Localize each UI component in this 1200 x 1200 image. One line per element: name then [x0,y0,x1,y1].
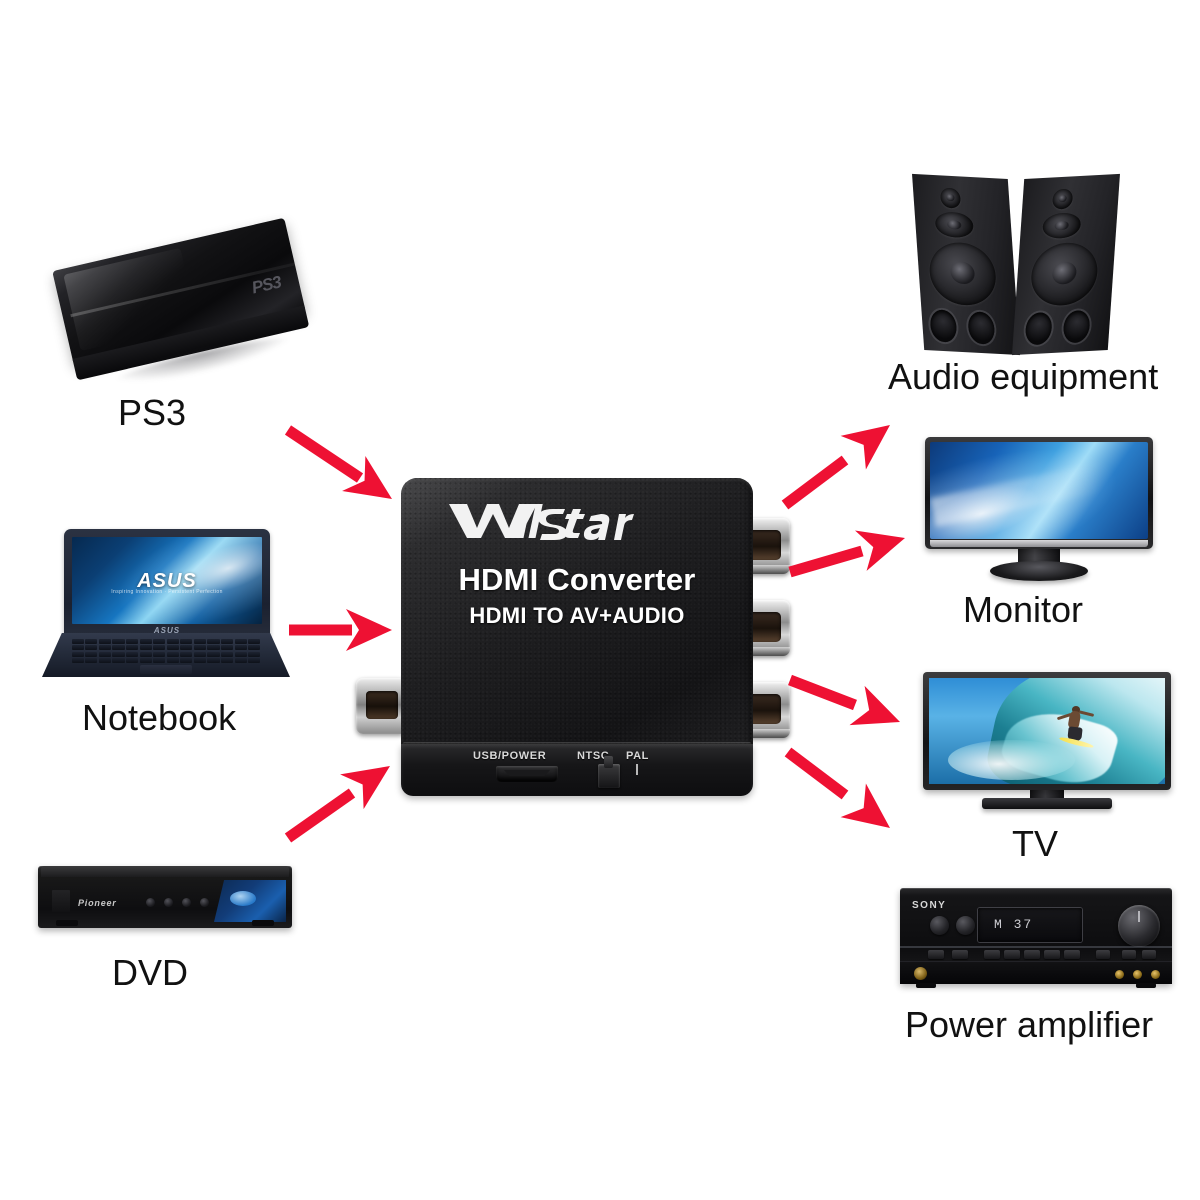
label-ps3: PS3 [118,392,187,433]
device-audio-equipment [912,160,1123,356]
notebook-screen-brand: ASUS [137,570,197,593]
amplifier-foot-left [916,983,936,988]
converter-label-usb-power: USB/POWER [473,750,547,762]
rca-rim [738,647,790,656]
converter-label-ntsc: NTSC [577,750,610,762]
amplifier-button-tune-down[interactable] [1096,950,1110,959]
converter-seam [403,742,751,745]
amplifier-brand-logo: SONY [912,900,947,911]
monitor-base [990,561,1088,581]
notebook-touchpad [140,665,192,674]
amplifier-input-jack-audio-right[interactable] [1151,970,1160,979]
converter-ntsc-pal-switch[interactable] [598,756,620,788]
tv-screen [929,678,1165,784]
amplifier-button-source-2[interactable] [1004,950,1020,959]
label-audio-equipment: Audio equipment [888,356,1159,397]
converter-front-panel [401,744,753,796]
label-dvd: DVD [112,952,189,993]
dvd-foot-left [56,920,78,926]
ps3-console-body: PS3 [41,200,330,407]
tv-wave-foam [947,739,1076,780]
converter-pal-tick [636,764,638,775]
amplifier-knob-treble[interactable] [956,916,975,935]
amplifier-display: M 37 [978,908,1082,942]
dvd-button-eject [200,898,209,907]
tv-base [982,798,1112,809]
amplifier-button-source-4[interactable] [1044,950,1060,959]
dvd-foot-right [252,920,274,926]
amplifier-button-memory[interactable] [1142,950,1156,959]
arrow-converter-to-audio-equipment [781,408,903,510]
amplifier-input-jack-audio-left[interactable] [1133,970,1142,979]
device-ps3: PS3 [52,217,317,393]
converter-subtitle: HDMI TO AV+AUDIO [469,603,685,628]
device-power-amplifier: SONY M 37 [900,888,1172,988]
hdmi-converter-device: HDMI Converter HDMI TO AV+AUDIO USB/POWE… [356,472,790,802]
amplifier-button-input[interactable] [952,950,968,959]
arrow-converter-to-monitor [788,517,911,578]
converter-label-pal: PAL [626,750,649,762]
amplifier-headphone-jack[interactable] [914,967,927,980]
amplifier-button-tune-up[interactable] [1122,950,1136,959]
notebook-keyboard [71,639,261,663]
label-notebook: Notebook [82,697,237,738]
arrow-ps3-to-converter [284,425,404,517]
notebook-lid: ASUS Inspiring Innovation · Persistent P… [64,529,270,637]
arrow-converter-to-tv [788,674,908,742]
notebook-base [42,633,290,677]
dvd-button-power [146,898,155,907]
monitor-screen [930,442,1148,539]
converter-brand-logo [447,498,647,542]
dvd-bluray-panel [214,880,286,922]
device-notebook: ASUS Inspiring Innovation · Persistent P… [42,529,290,681]
converter-title: HDMI Converter [458,562,696,597]
speaker-right [1012,173,1120,356]
label-power-amplifier: Power amplifier [905,1004,1154,1045]
amplifier-lower-panel [900,961,1172,984]
converter-top-shell: HDMI Converter HDMI TO AV+AUDIO [401,478,753,754]
dvd-brand-logo: Pioneer [78,898,117,908]
amplifier-display-text: M 37 [994,917,1034,932]
amplifier-volume-knob[interactable] [1118,905,1160,947]
speaker-left [912,173,1020,356]
arrow-notebook-to-converter [289,609,392,651]
monitor-bezel [925,437,1153,549]
arrow-dvd-to-converter [284,748,402,843]
converter-usb-power-port[interactable] [496,766,558,782]
monitor-neck [1018,547,1060,565]
tv-surfer [1056,706,1094,750]
amplifier-button-source-5[interactable] [1064,950,1080,959]
monitor-bottom-trim [930,540,1148,547]
amplifier-button-power[interactable] [928,950,944,959]
label-monitor: Monitor [963,589,1084,630]
label-tv: TV [1012,823,1059,864]
converter-hdmi-input-port [356,678,404,734]
amplifier-input-jack-video[interactable] [1115,970,1124,979]
amplifier-knob-bass[interactable] [930,916,949,935]
device-monitor [925,437,1153,581]
amplifier-button-source-3[interactable] [1024,950,1040,959]
notebook-bezel-brand: ASUS [153,626,181,635]
device-dvd-player: Pioneer [38,858,292,942]
dvd-chassis: Pioneer [38,866,292,928]
rca-rim [738,729,790,738]
notebook-screen: ASUS Inspiring Innovation · Persistent P… [72,537,262,624]
amplifier-foot-right [1136,983,1156,988]
device-tv [923,672,1171,817]
amplifier-button-source-1[interactable] [984,950,1000,959]
amplifier-divider [900,946,1172,948]
dvd-button-play [164,898,173,907]
amplifier-chassis: SONY M 37 [900,888,1172,988]
surfer-head [1071,706,1080,714]
converter-hdmi-input-hole [366,691,398,719]
dvd-button-stop [182,898,191,907]
notebook-screen-tagline: Inspiring Innovation · Persistent Perfec… [111,589,223,596]
dvd-top-panel [41,866,289,877]
dvd-disc-tray [52,890,70,912]
rca-rim [738,565,790,574]
arrow-converter-to-power-amplifier [784,747,903,845]
tv-bezel [923,672,1171,790]
